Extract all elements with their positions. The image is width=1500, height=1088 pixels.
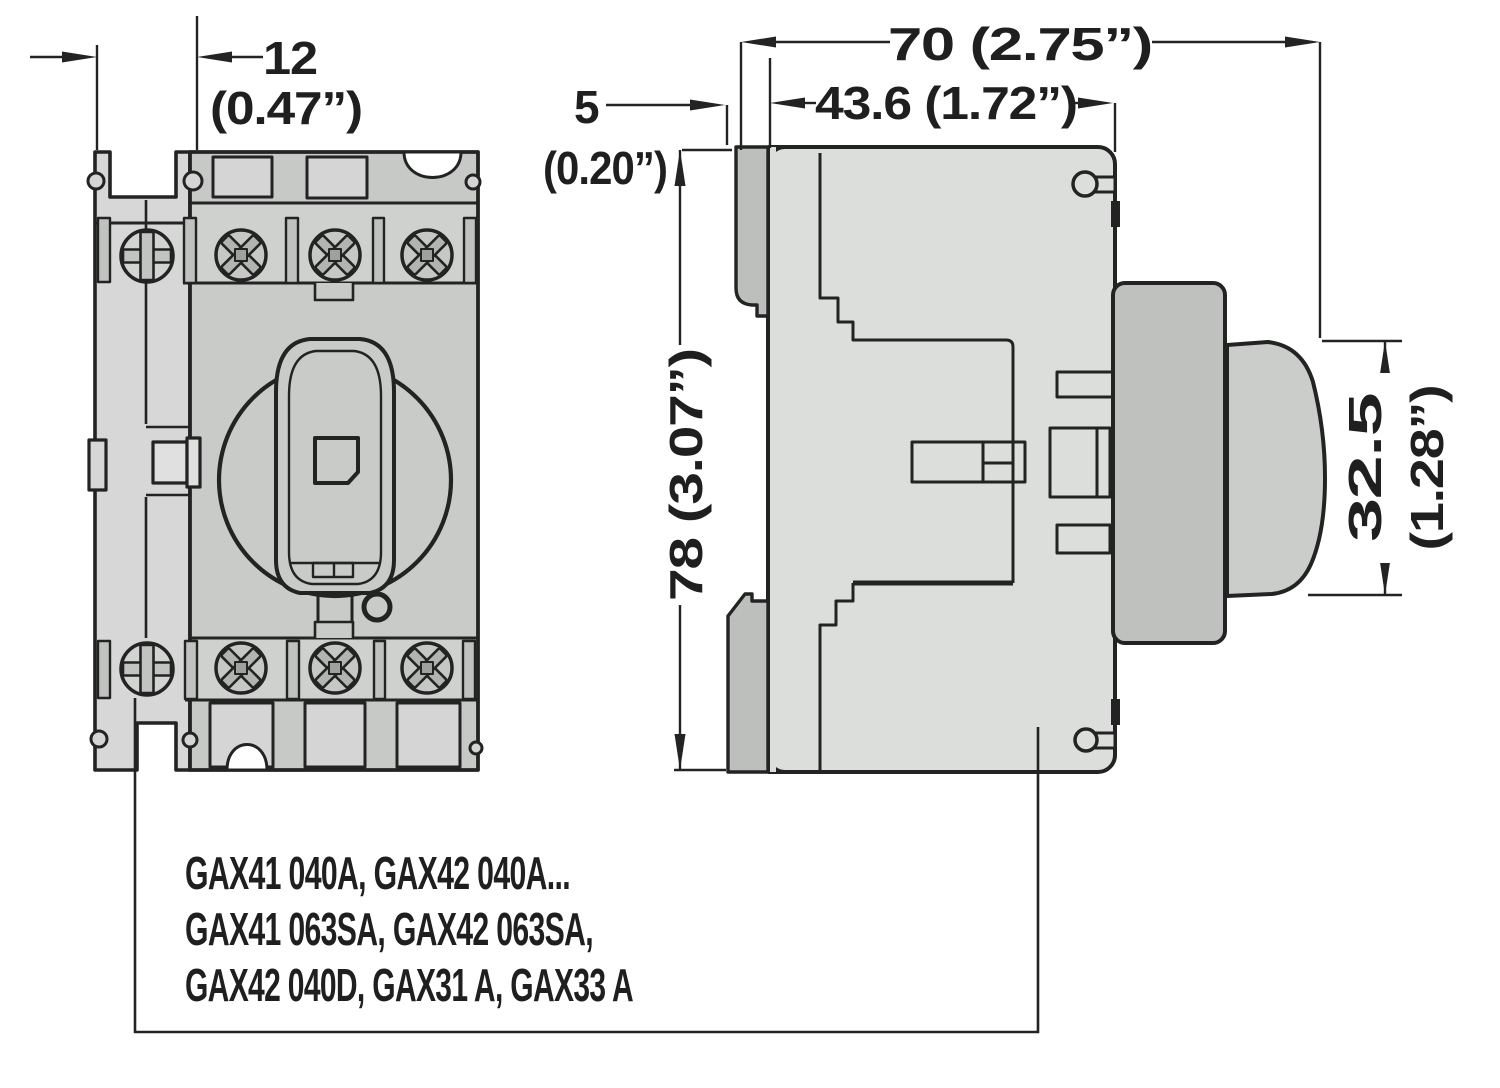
screw-x-icon — [400, 641, 454, 695]
handle-bottom-notch — [313, 620, 355, 638]
dim-text-mask — [1335, 373, 1453, 563]
screw-x-icon — [308, 228, 362, 282]
screw-x-icon — [214, 228, 268, 282]
pole-separators-top — [96, 216, 478, 285]
dim-total-depth: 70 (2.75”) — [888, 18, 1152, 70]
front-view — [86, 150, 484, 772]
dim-handle-depth-in: (1.28”) — [1401, 386, 1453, 551]
dim-height-group: 78 (3.07”) — [657, 345, 712, 605]
model-list-line3: GAX42 040D, GAX31 A, GAX33 A — [185, 959, 633, 1011]
knob-profile — [1225, 340, 1327, 598]
dim-body-depth: 43.6 (1.72”) — [815, 77, 1077, 129]
dim-handle-depth-mm: 32.5 — [1339, 393, 1391, 542]
screw-x-icon — [214, 641, 268, 695]
dim-handle-depth-group: 32.5 (1.28”) — [1335, 373, 1453, 563]
handle-top-notch — [313, 283, 355, 302]
terminal-window — [211, 155, 274, 199]
side-view — [726, 145, 1327, 774]
pole-separators-bottom — [96, 639, 477, 701]
arrowheads — [62, 36, 1391, 770]
edge-tick — [1111, 699, 1120, 725]
terminal-slot — [303, 701, 367, 769]
dim-clip-offset-mm: 5 — [574, 81, 599, 133]
screw-x-icon — [308, 641, 362, 695]
padlock-hole-icon — [361, 591, 393, 623]
mounting-notch-bottom — [225, 743, 269, 772]
model-callout: GAX41 040A, GAX42 040A... GAX41 063SA, G… — [133, 698, 1040, 1034]
side-body-left-fill — [766, 147, 776, 772]
din-tab-top — [734, 145, 770, 318]
shaft-pin-icon — [1071, 170, 1117, 753]
extension-lines — [95, 16, 1402, 772]
rivet-icon — [86, 170, 484, 756]
left-module-latch — [87, 200, 202, 638]
screw-plus-icon — [119, 641, 175, 697]
model-list-line2: GAX41 063SA, GAX42 063SA, — [185, 903, 593, 955]
dim-clip-offset-in: (0.20”) — [543, 142, 667, 194]
edge-tick — [1111, 201, 1120, 227]
handle-center-hole — [313, 436, 360, 485]
screw-plus-icon — [119, 228, 175, 284]
handle-grip-inner — [287, 349, 383, 586]
din-tab-bottom — [726, 592, 770, 774]
dim-text-mask — [657, 345, 711, 605]
dim-pole-width-in: (0.47”) — [210, 82, 362, 134]
leader-line — [133, 698, 1040, 1034]
handle-grip — [274, 337, 396, 595]
side-terminal-details — [910, 370, 1115, 555]
handle-neck — [316, 593, 354, 622]
handle-bezel — [1111, 281, 1227, 645]
screw-x-icon — [400, 228, 454, 282]
side-contour — [818, 153, 1015, 770]
mounting-notch-top — [402, 150, 463, 179]
terminal-slot — [395, 701, 462, 769]
dimension-annotations: 12 (0.47”) 70 (2.75”) 43.6 (1.72”) 5 (0.… — [30, 16, 1453, 772]
terminal-window — [305, 155, 369, 200]
dim-height: 78 (3.07”) — [660, 349, 712, 601]
model-list-line1: GAX41 040A, GAX42 040A... — [185, 847, 570, 899]
rotary-handle — [216, 337, 454, 623]
dim-pole-width-mm: 12 — [263, 32, 317, 84]
